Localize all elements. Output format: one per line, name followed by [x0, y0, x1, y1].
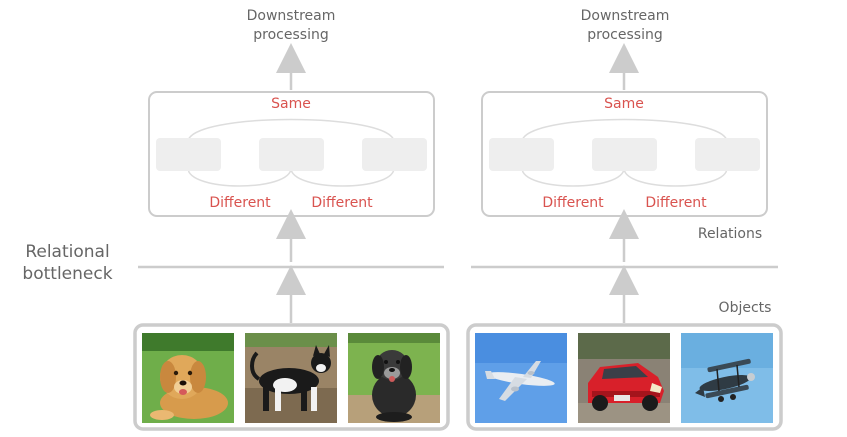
red-car-image	[578, 333, 670, 423]
right-different-arc-1	[521, 167, 625, 187]
right-different-label-2: Different	[645, 195, 707, 211]
left-same-arc	[187, 118, 395, 143]
biplane-image	[681, 333, 773, 423]
right-same-arc	[521, 118, 728, 143]
left-different-label-1: Different	[209, 195, 271, 211]
left-downstream-label: Downstream processing	[246, 8, 336, 43]
left-same-label: Same	[271, 96, 311, 112]
right-downstream-label: Downstream processing	[580, 8, 670, 43]
left-slot-1	[156, 138, 221, 171]
left-slot-3	[362, 138, 427, 171]
left-different-label-2: Different	[311, 195, 373, 211]
relations-label: Relations	[697, 226, 763, 242]
right-slot-1	[489, 138, 554, 171]
old-black-dog-image	[348, 333, 440, 423]
right-different-arc-2	[623, 167, 728, 187]
objects-label: Objects	[718, 300, 772, 316]
relational-bottleneck-label: Relational bottleneck	[22, 242, 113, 284]
right-object-frame	[466, 323, 783, 431]
left-slot-2	[259, 138, 324, 171]
left-different-arc-2	[290, 167, 395, 187]
right-slot-3	[695, 138, 760, 171]
left-object-frame	[133, 323, 450, 431]
right-slot-2	[592, 138, 657, 171]
airliner-image	[475, 333, 567, 423]
golden-retriever-image	[142, 333, 234, 423]
right-different-label-1: Different	[542, 195, 604, 211]
black-white-cat-image	[245, 333, 337, 423]
right-same-label: Same	[604, 96, 644, 112]
left-different-arc-1	[187, 167, 292, 187]
